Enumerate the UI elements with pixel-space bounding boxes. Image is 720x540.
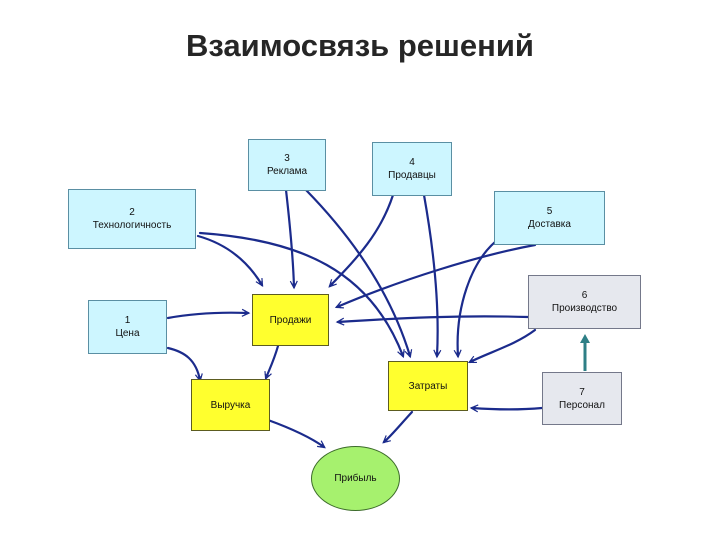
node-tsena[interactable]: 1 Цена [88, 300, 167, 354]
arrow-proizv-prodazhi [335, 315, 530, 326]
arrow-dostavka-zatraty [453, 236, 502, 359]
node-pribyl[interactable]: Прибыль [311, 446, 400, 511]
node-tsena-num: 1 [124, 315, 131, 326]
node-personal[interactable]: 7 Персонал [542, 372, 622, 425]
arrow-proizv-zatraty [467, 328, 537, 364]
node-dostavka-label: Доставка [528, 219, 571, 230]
node-zatraty-label: Затраты [408, 380, 448, 392]
node-proizvodstvo-label: Производство [551, 303, 618, 314]
node-vyruchka-label: Выручка [210, 399, 251, 411]
node-reklama-label: Реклама [266, 166, 308, 177]
arrow-tsena-prodazhi [166, 308, 251, 320]
node-dostavka-num: 5 [546, 206, 553, 217]
node-tekhnologichnost-label: Технологичность [92, 220, 172, 231]
page-title: Взаимосвязь решений [186, 28, 534, 63]
node-proizvodstvo[interactable]: 6 Производство [528, 275, 641, 329]
node-proizvodstvo-num: 6 [581, 290, 588, 301]
node-reklama-num: 3 [284, 153, 290, 164]
node-tsena-label: Цена [115, 328, 140, 339]
node-tekhnologichnost-num: 2 [129, 207, 135, 218]
node-prodazhi[interactable]: Продажи [252, 294, 329, 346]
arrow-personal-zatraty [469, 404, 544, 413]
arrow-reklama-zatraty [304, 188, 413, 359]
node-prodavtsy-label: Продавцы [388, 170, 436, 181]
arrow-prodavtsy-prodazhi [328, 193, 395, 288]
arrow-prodavtsy-zatraty [422, 193, 442, 359]
node-vyruchka[interactable]: Выручка [191, 379, 270, 431]
node-prodavtsy-num: 4 [409, 157, 415, 168]
arrow-dostavka-prodazhi [334, 243, 537, 309]
arrow-zatraty-pribyl [382, 410, 414, 444]
arrow-tsena-vyruchka [166, 346, 203, 383]
node-dostavka[interactable]: 5 Доставка [494, 191, 605, 245]
node-zatraty[interactable]: Затраты [388, 361, 468, 411]
node-reklama[interactable]: 3 Реклама [248, 139, 326, 191]
arrow-reklama-prodazhi [284, 188, 298, 290]
node-personal-label: Персонал [559, 399, 605, 411]
node-pribyl-label: Прибыль [334, 473, 377, 484]
arrow-vyruchka-pribyl [266, 418, 326, 449]
arrow-tekh-zatraty [198, 231, 405, 359]
arrow-prodazhi-vyruchka [264, 344, 280, 381]
arrow-tekh-prodazhi [196, 234, 264, 288]
node-prodavtsy[interactable]: 4 Продавцы [372, 142, 452, 196]
node-prodazhi-label: Продажи [269, 314, 312, 326]
node-tekhnologichnost[interactable]: 2 Технологичность [68, 189, 196, 249]
node-personal-num: 7 [579, 386, 585, 398]
